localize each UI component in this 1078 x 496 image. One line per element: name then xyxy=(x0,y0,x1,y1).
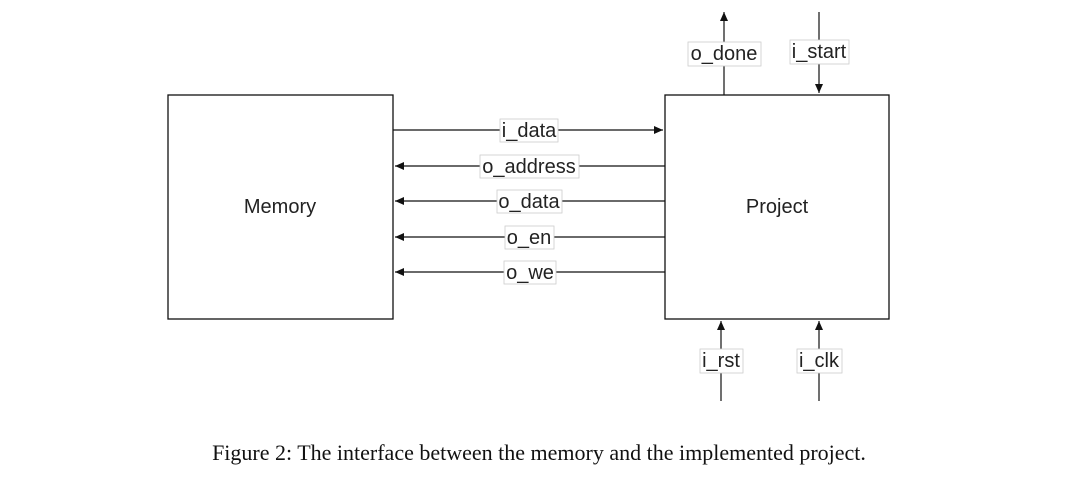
o-done-label: o_done xyxy=(691,43,758,65)
o-we-label-group: o_we xyxy=(503,260,557,285)
memory-label: Memory xyxy=(244,196,316,218)
o-data-label-group: o_data xyxy=(496,189,563,214)
i-rst-label: i_rst xyxy=(702,350,740,372)
i-rst-label-group: i_rst xyxy=(699,348,744,374)
i-start-label: i_start xyxy=(792,41,847,63)
i-start-label-group: i_start xyxy=(789,39,850,65)
o-we-label: o_we xyxy=(506,262,554,284)
i-data-label: i_data xyxy=(502,120,557,142)
i-clk-label-group: i_clk xyxy=(796,348,843,374)
i-clk-label: i_clk xyxy=(799,350,840,372)
memory-block xyxy=(167,94,394,320)
interface-diagram: Memory Project i_data o_address o_data o… xyxy=(167,12,890,401)
o-en-label-group: o_en xyxy=(504,225,555,250)
figure-caption: Figure 2: The interface between the memo… xyxy=(212,440,866,465)
o-done-label-group: o_done xyxy=(687,41,762,67)
o-address-label: o_address xyxy=(482,156,575,178)
o-address-label-group: o_address xyxy=(479,154,580,179)
o-data-label: o_data xyxy=(498,191,560,213)
o-en-label: o_en xyxy=(507,227,552,249)
i-data-label-group: i_data xyxy=(499,118,559,143)
project-label: Project xyxy=(746,196,809,218)
project-block xyxy=(664,94,890,320)
